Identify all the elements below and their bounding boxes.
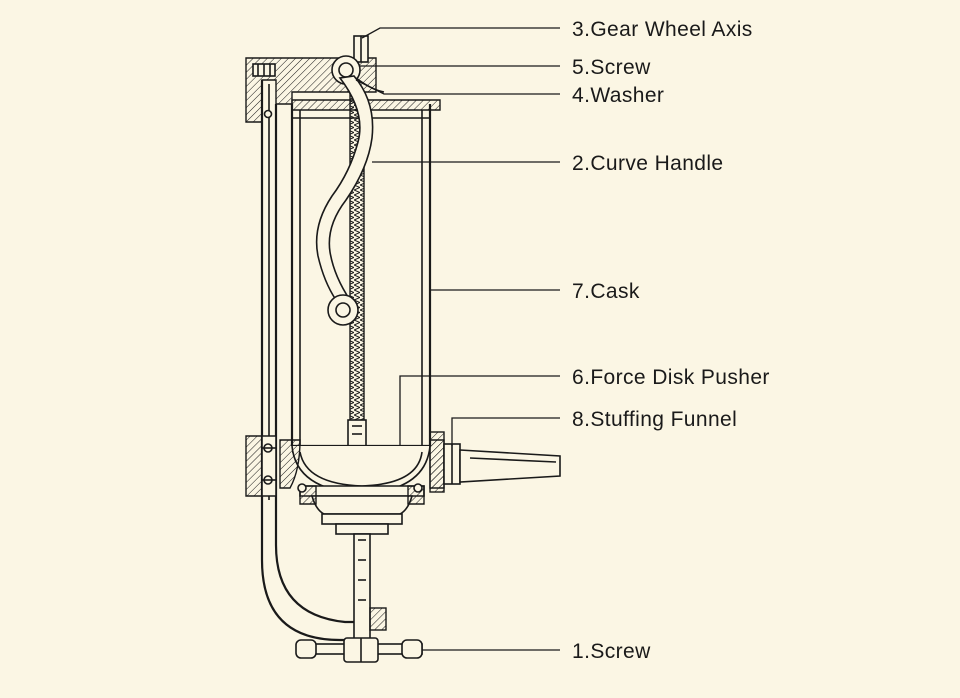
curve-handle-part xyxy=(315,75,374,326)
label-cask: 7.Cask xyxy=(572,280,640,303)
label-stuffing-funnel: 8.Stuffing Funnel xyxy=(572,408,737,431)
force-disk-and-bowl xyxy=(279,439,445,535)
label-washer: 4.Washer xyxy=(572,84,664,107)
label-force-disk-pusher: 6.Force Disk Pusher xyxy=(572,366,770,389)
bottom-screw-part xyxy=(295,533,423,663)
leader-lines xyxy=(355,27,560,651)
cask-cylinder xyxy=(290,104,432,446)
stuffing-funnel-part xyxy=(429,431,561,493)
label-curve-handle: 2.Curve Handle xyxy=(572,152,724,175)
label-screw-top: 5.Screw xyxy=(572,56,651,79)
frame xyxy=(245,63,358,642)
label-screw-bottom: 1.Screw xyxy=(572,640,651,663)
label-gear-wheel-axis: 3.Gear Wheel Axis xyxy=(572,18,753,41)
